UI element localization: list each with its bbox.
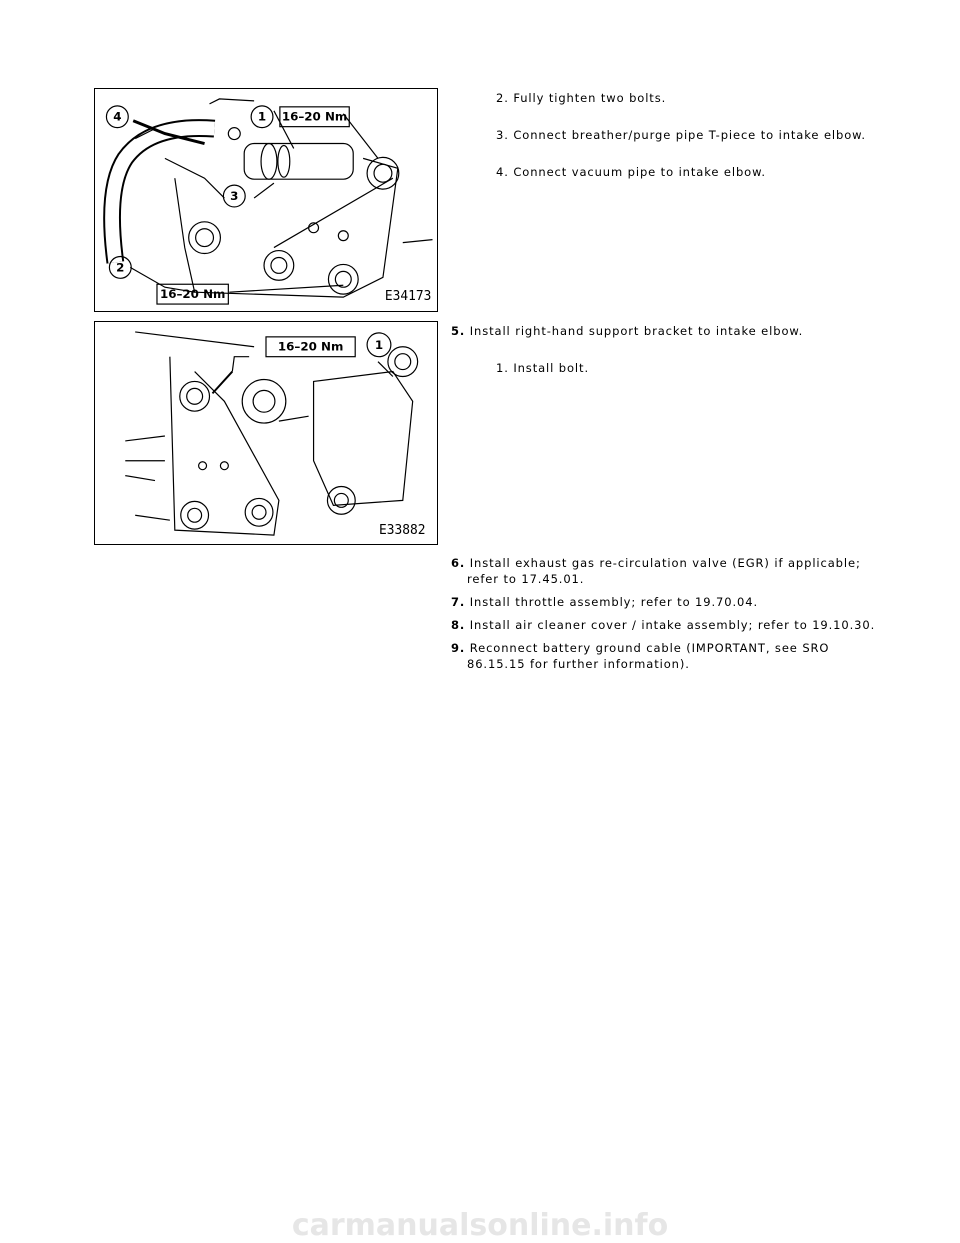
figure-code: E33882: [379, 523, 426, 538]
step-5: 5. Install right-hand support bracket to…: [451, 323, 803, 339]
step-text: Reconnect battery ground cable (IMPORTAN…: [469, 641, 830, 655]
figure-e34173: 4 1 3 2 16–20 Nm 16–20 Nm E34173: [94, 88, 438, 312]
illustration-intake-elbow-bolts: 4 1 3 2 16–20 Nm 16–20 Nm E34173: [103, 98, 433, 305]
torque-label: 16–20 Nm: [282, 110, 347, 124]
step-number: 6.: [451, 556, 466, 570]
step-9: 9. Reconnect battery ground cable (IMPOR…: [451, 640, 829, 656]
torque-label: 16–20 Nm: [160, 287, 225, 301]
callout-4: 4: [113, 110, 121, 124]
step-text: Install air cleaner cover / intake assem…: [469, 618, 876, 632]
sub-step: 4. Connect vacuum pipe to intake elbow.: [496, 165, 766, 179]
callout-1: 1: [258, 110, 266, 124]
step-text: Install right-hand support bracket to in…: [469, 324, 804, 338]
step-8: 8. Install air cleaner cover / intake as…: [451, 617, 875, 633]
step-number: 5.: [451, 324, 466, 338]
step-6: 6. Install exhaust gas re-circulation va…: [451, 555, 861, 571]
step-continuation: 86.15.15 for further information).: [467, 657, 690, 671]
illustration-right-hand-support-bracket: 16–20 Nm 1 E33882: [125, 331, 426, 538]
sub-step: 2. Fully tighten two bolts.: [496, 91, 667, 105]
torque-label: 16–20 Nm: [278, 340, 343, 354]
step-continuation: refer to 17.45.01.: [467, 572, 585, 586]
figure-e33882: 16–20 Nm 1 E33882: [94, 321, 438, 545]
step-7: 7. Install throttle assembly; refer to 1…: [451, 594, 758, 610]
step-number: 9.: [451, 641, 466, 655]
watermark: carmanualsonline.info: [291, 1208, 669, 1243]
figure-code: E34173: [385, 289, 432, 304]
sub-step: 3. Connect breather/purge pipe T-piece t…: [496, 128, 866, 142]
sub-step: 1. Install bolt.: [496, 361, 589, 375]
callout-3: 3: [230, 189, 238, 203]
step-number: 8.: [451, 618, 466, 632]
step-text: Install throttle assembly; refer to 19.7…: [469, 595, 759, 609]
step-number: 7.: [451, 595, 466, 609]
step-text: Install exhaust gas re-circulation valve…: [469, 556, 861, 570]
callout-1: 1: [375, 338, 383, 352]
callout-2: 2: [116, 260, 124, 274]
